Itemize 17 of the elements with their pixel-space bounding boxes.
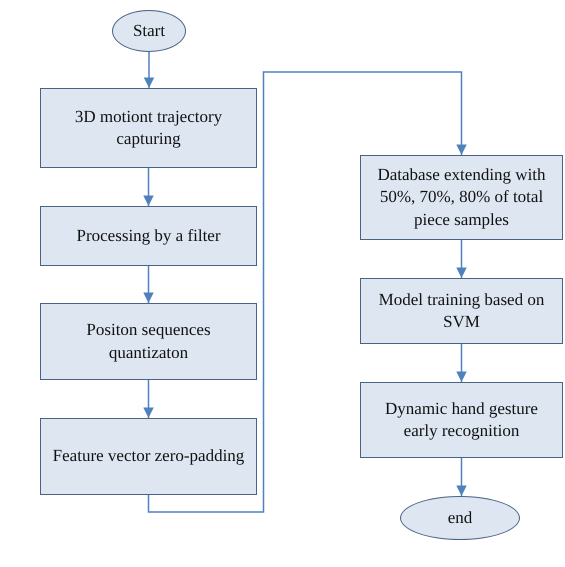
process-box: 3D motiont trajectory capturing [40, 88, 257, 168]
process-box: Dynamic hand gesture early recognition [360, 382, 563, 458]
arrow [143, 266, 154, 303]
process-box: Database extending with 50%, 70%, 80% of total piece samples [360, 155, 563, 240]
process-box: Model training based on SVM [360, 278, 563, 344]
arrow [144, 52, 154, 88]
process-box: Feature vector zero-padding [40, 418, 257, 495]
arrow [456, 344, 467, 382]
arrow [143, 168, 154, 206]
terminal-oval: end [400, 496, 520, 540]
process-box: Processing by a filter [40, 206, 257, 266]
arrow [456, 458, 467, 496]
arrow [148, 71, 467, 513]
terminal-oval: Start [112, 10, 186, 52]
process-box: Positon sequences quantizaton [40, 303, 257, 380]
arrow [456, 240, 467, 278]
arrow [143, 380, 154, 418]
